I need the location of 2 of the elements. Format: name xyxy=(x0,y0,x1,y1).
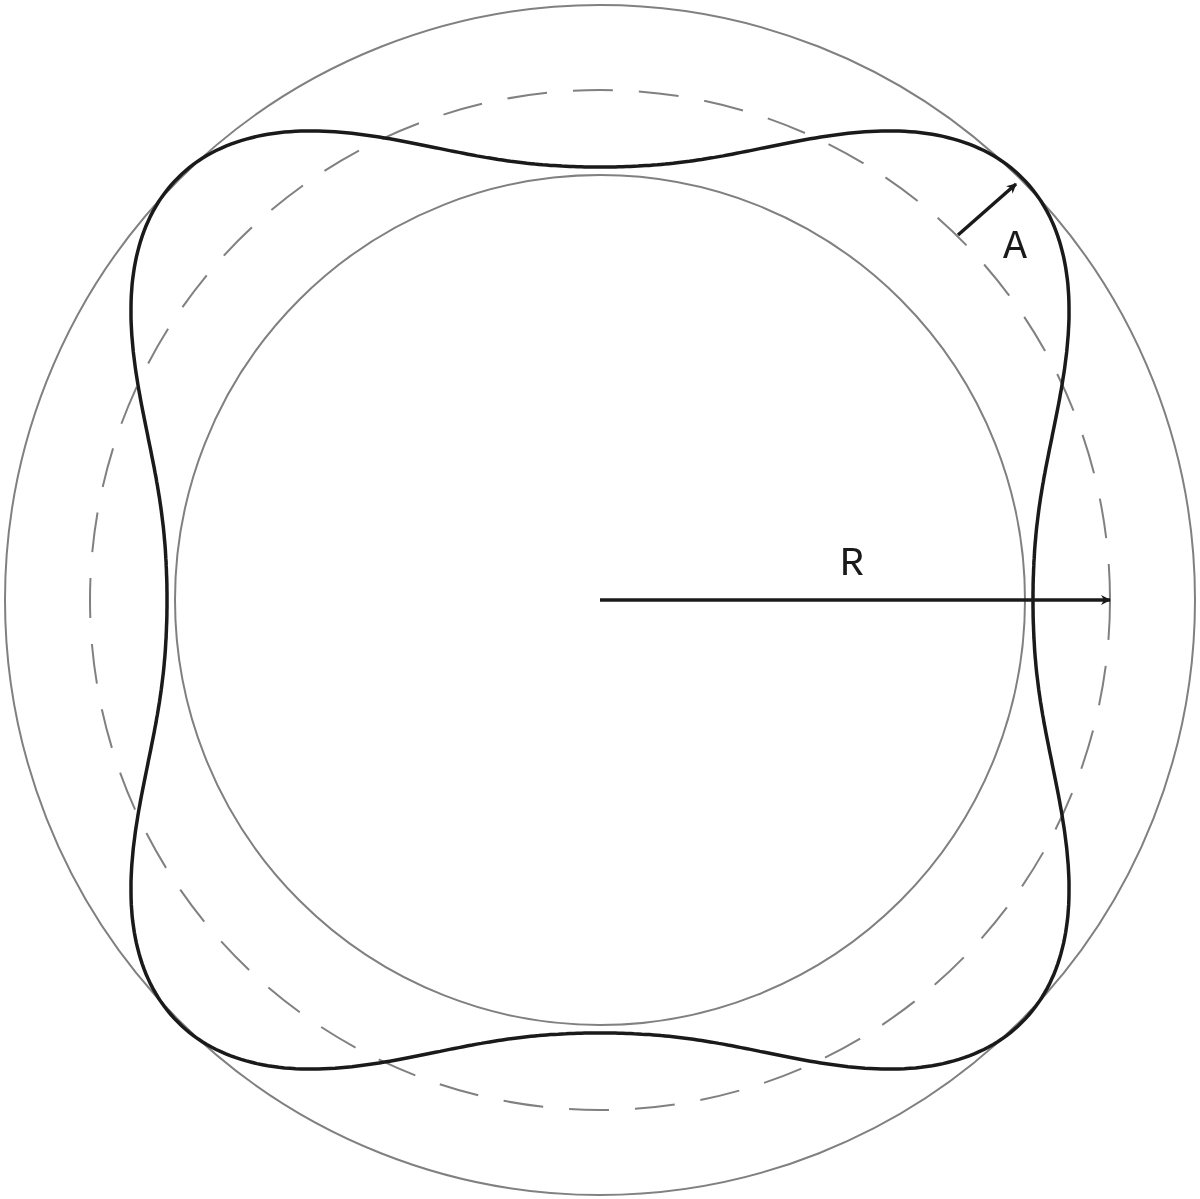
dimension-label: R xyxy=(840,542,864,587)
dimension-label: A xyxy=(1003,225,1027,270)
